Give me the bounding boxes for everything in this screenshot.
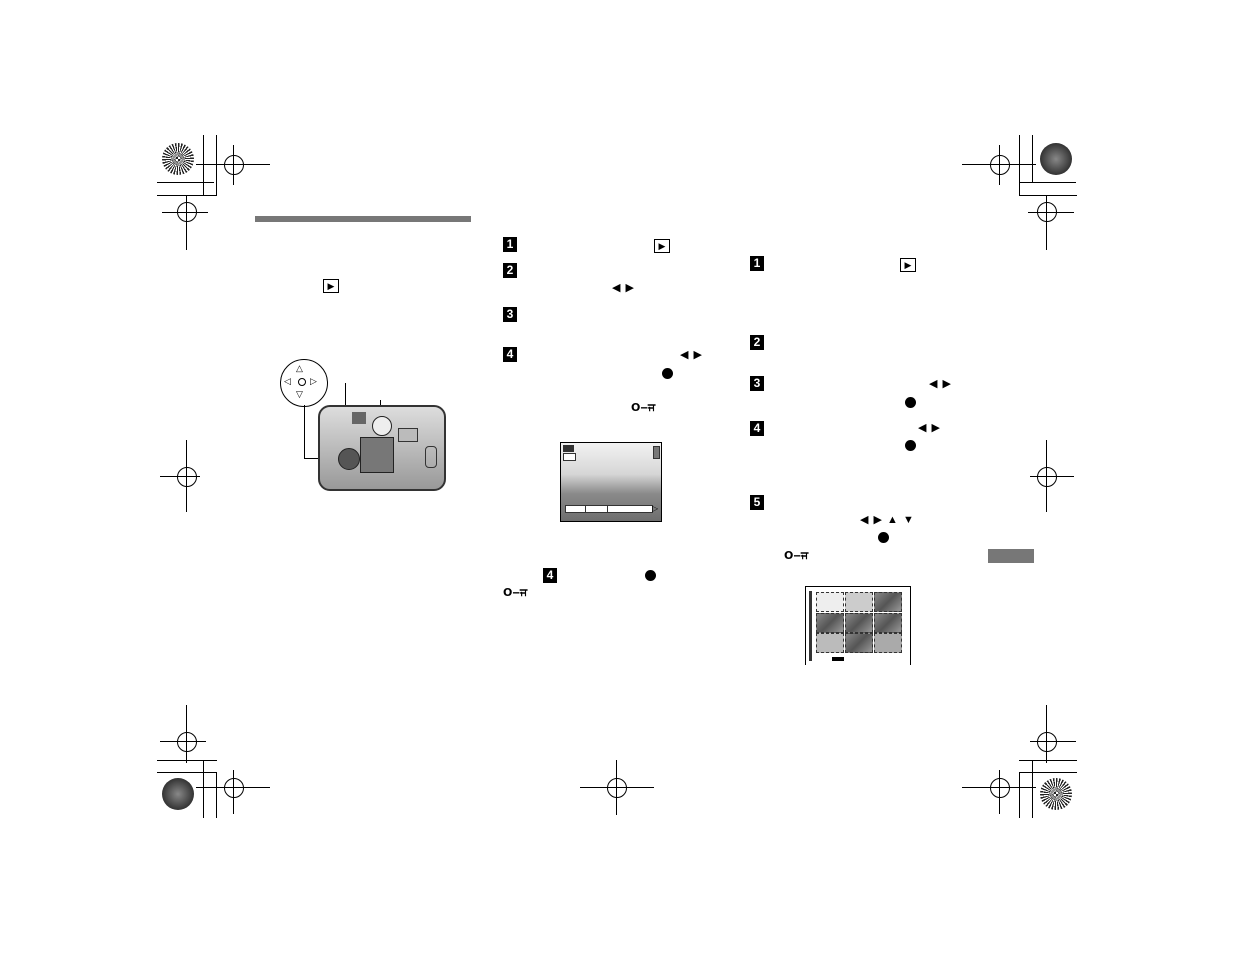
left-right-arrows-icon: ◀ ▶ (680, 349, 703, 361)
crosshair-icon (1037, 732, 1057, 752)
step-5-badge: 5 (750, 495, 764, 510)
section-index-tab (988, 549, 1034, 563)
registration-circle-icon (162, 778, 194, 810)
lcd-protect-badge (563, 453, 576, 461)
battery-icon (653, 446, 660, 459)
index-screen-preview (805, 586, 911, 665)
registration-circle-icon (1040, 143, 1072, 175)
play-icon: ▶ (900, 258, 916, 272)
step-2-badge: 2 (750, 335, 764, 350)
step-4-badge: 4 (503, 347, 517, 362)
protect-key-icon: O‒ਜ (503, 586, 528, 599)
crosshair-icon (177, 732, 197, 752)
lcd-preview: ▷ (560, 442, 662, 522)
left-right-arrows-icon: ◀ ▶ (918, 422, 941, 434)
crosshair-icon (224, 778, 244, 798)
center-button-icon (905, 440, 916, 451)
crosshair-icon (990, 778, 1010, 798)
thumbnail (874, 633, 902, 653)
section-title-bar (255, 216, 471, 222)
thumbnail (845, 592, 873, 612)
center-button-icon (905, 397, 916, 408)
step-1-badge: 1 (503, 237, 517, 252)
step-3-badge: 3 (503, 307, 517, 322)
thumbnail (816, 633, 844, 653)
thumbnail (874, 613, 902, 633)
play-icon: ▶ (654, 239, 670, 253)
crosshair-icon (224, 155, 244, 175)
center-button-icon (878, 532, 889, 543)
crosshair-icon (1037, 467, 1057, 487)
registration-circle-icon (1040, 778, 1072, 810)
thumbnail (845, 613, 873, 633)
center-button-icon (662, 368, 673, 379)
lcd-right-arrow-icon: ▷ (652, 504, 659, 513)
step-4-reference-badge: 4 (543, 568, 557, 583)
index-menu-tab (832, 657, 844, 661)
thumbnail (816, 592, 844, 612)
play-icon: ▶ (323, 279, 339, 293)
center-button-icon (645, 570, 656, 581)
crosshair-icon (177, 467, 197, 487)
thumbnail (845, 633, 873, 653)
thumbnail (874, 592, 902, 612)
left-right-arrows-icon: ◀ ▶ (612, 282, 635, 294)
index-scrollbar (809, 591, 812, 661)
step-2-badge: 2 (503, 263, 517, 278)
lcd-menu-bar (565, 505, 653, 513)
four-way-arrows-icon: ◀ ▶ ▲ ▼ (860, 514, 915, 526)
registration-circle-icon (162, 143, 194, 175)
left-right-arrows-icon: ◀ ▶ (929, 378, 952, 390)
step-1-badge: 1 (750, 256, 764, 271)
protect-key-icon: O‒ਜ (784, 549, 809, 562)
protect-key-icon: O‒ਜ (631, 401, 656, 414)
step-4-badge: 4 (750, 421, 764, 436)
thumbnail (816, 613, 844, 633)
lcd-mode-badge (563, 445, 574, 452)
crosshair-icon (990, 155, 1010, 175)
step-3-badge: 3 (750, 376, 764, 391)
crosshair-icon (607, 778, 627, 798)
